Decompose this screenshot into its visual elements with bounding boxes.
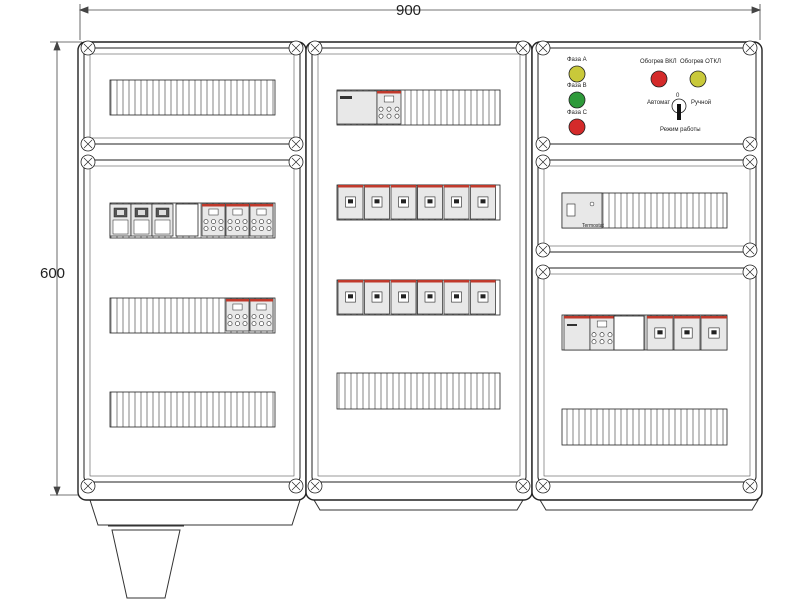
cabinet-bases bbox=[313, 499, 759, 511]
circuit-breaker-icon bbox=[470, 184, 496, 220]
screw-icon bbox=[535, 40, 551, 56]
heat-on-button-label: Обогрев ВКЛ bbox=[640, 59, 677, 65]
screw-icon bbox=[80, 40, 96, 56]
width-dimension bbox=[78, 4, 762, 40]
rcd-module-icon bbox=[249, 298, 274, 332]
cable-gland bbox=[89, 499, 301, 599]
lamp-phase-b-label: Фаза В bbox=[567, 83, 587, 89]
screw-icon bbox=[742, 40, 758, 56]
screw-icon bbox=[535, 242, 551, 258]
screw-icon bbox=[535, 136, 551, 152]
right-cabinet bbox=[531, 41, 763, 501]
width-dimension-label: 900 bbox=[396, 2, 422, 19]
mode-selector-icon bbox=[671, 98, 687, 120]
contactor-icon bbox=[563, 315, 591, 351]
screw-icon bbox=[535, 478, 551, 494]
din-rail-right-3 bbox=[561, 408, 728, 446]
heat-on-button-icon bbox=[650, 70, 668, 88]
screw-icon bbox=[288, 40, 304, 56]
rcd-module-icon bbox=[589, 315, 615, 351]
din-rail-blank-2 bbox=[109, 391, 276, 428]
rcd-module-icon bbox=[249, 203, 274, 237]
circuit-breaker-icon bbox=[646, 315, 674, 351]
circuit-breaker-icon bbox=[470, 279, 496, 315]
screw-icon bbox=[742, 264, 758, 280]
lamp-phase-a-label: Фаза А bbox=[567, 57, 587, 63]
screw-icon bbox=[742, 136, 758, 152]
screw-icon bbox=[535, 264, 551, 280]
lamp-phase-c-icon bbox=[568, 118, 586, 136]
screw-icon bbox=[80, 136, 96, 152]
selector-center-label: 0 bbox=[676, 93, 680, 99]
heat-off-button-label: Обогрев ОТКЛ bbox=[680, 59, 721, 65]
controller-caption: Termostat bbox=[582, 223, 604, 229]
screw-icon bbox=[307, 40, 323, 56]
selector-caption: Режим работы bbox=[660, 127, 701, 133]
rcd-module-icon bbox=[225, 203, 250, 237]
rcd-module-icon bbox=[201, 203, 226, 237]
screw-icon bbox=[515, 478, 531, 494]
circuit-breaker-icon bbox=[417, 279, 443, 315]
circuit-breaker-icon bbox=[364, 279, 390, 315]
screw-icon bbox=[515, 40, 531, 56]
circuit-breaker-icon bbox=[337, 279, 364, 315]
energy-meter-icon bbox=[336, 90, 378, 125]
rcd-module-icon bbox=[225, 298, 250, 332]
selector-left-label: Автомат bbox=[647, 100, 671, 106]
lamp-phase-c-label: Фаза С bbox=[567, 110, 587, 116]
height-dimension bbox=[50, 40, 82, 497]
lamp-phase-a-icon bbox=[568, 65, 586, 83]
main-switch-icon bbox=[109, 203, 174, 237]
screw-icon bbox=[288, 478, 304, 494]
left-cabinet bbox=[77, 41, 307, 501]
din-rail-blank-1 bbox=[109, 79, 276, 116]
circuit-breaker-icon bbox=[390, 279, 417, 315]
screw-icon bbox=[80, 478, 96, 494]
thermostat-icon bbox=[561, 192, 603, 229]
circuit-breaker-icon bbox=[364, 184, 390, 220]
circuit-breaker-icon bbox=[417, 184, 443, 220]
screw-icon bbox=[307, 478, 323, 494]
middle-cabinet bbox=[305, 41, 533, 501]
circuit-breaker-icon bbox=[337, 184, 364, 220]
screw-icon bbox=[535, 154, 551, 170]
height-dimension-label: 600 bbox=[40, 265, 66, 282]
circuit-breaker-icon bbox=[443, 279, 470, 315]
screw-icon bbox=[742, 478, 758, 494]
screw-icon bbox=[742, 154, 758, 170]
screw-icon bbox=[288, 154, 304, 170]
circuit-breaker-icon bbox=[390, 184, 417, 220]
din-rail-mid-4 bbox=[336, 372, 501, 410]
circuit-breaker-icon bbox=[700, 315, 728, 351]
heat-off-button-icon bbox=[689, 70, 707, 88]
screw-icon bbox=[742, 242, 758, 258]
rcd-module-icon bbox=[376, 90, 402, 125]
cabinet-screws bbox=[80, 40, 758, 494]
circuit-breaker-icon bbox=[673, 315, 701, 351]
screw-icon bbox=[288, 136, 304, 152]
circuit-breaker-icon bbox=[443, 184, 470, 220]
screw-icon bbox=[80, 154, 96, 170]
lamp-phase-b-icon bbox=[568, 91, 586, 109]
selector-right-label: Ручной bbox=[691, 100, 712, 106]
